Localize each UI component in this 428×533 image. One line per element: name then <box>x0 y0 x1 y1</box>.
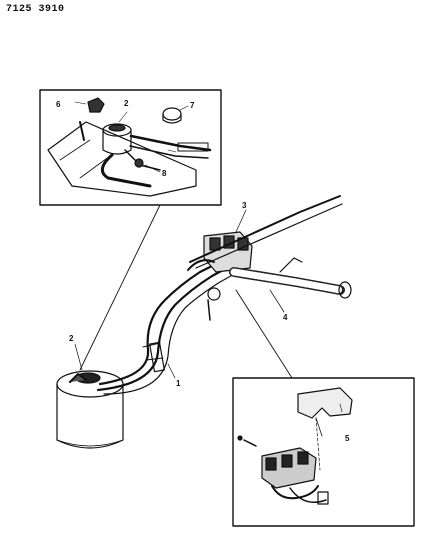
callout-8: 8 <box>162 169 167 178</box>
hose-down <box>100 153 152 188</box>
inset-leader-line-2 <box>235 289 293 379</box>
stud <box>79 121 85 141</box>
fuel-canister <box>56 370 124 449</box>
mounting-bracket <box>47 121 197 197</box>
inset-frame-top <box>39 89 222 206</box>
corrugated-hose <box>229 267 352 299</box>
grommet-7 <box>162 107 182 124</box>
small-connector <box>279 257 303 273</box>
callout-3: 3 <box>242 201 247 210</box>
callout-2-inset: 2 <box>124 99 129 108</box>
inset-leader-line <box>79 204 161 371</box>
callout-4: 4 <box>283 313 288 322</box>
canister-top <box>102 123 132 155</box>
inset-canister-detail <box>39 89 222 206</box>
callout-5: 5 <box>345 434 350 443</box>
callout-6: 6 <box>56 100 61 109</box>
nut-8 <box>134 158 144 168</box>
inset-valve-detail <box>232 377 415 527</box>
long-tube <box>189 195 341 263</box>
foam-pad-5 <box>297 387 353 419</box>
inset-frame-bottom <box>232 377 415 527</box>
vapor-hoses <box>96 256 246 395</box>
callout-7: 7 <box>190 101 195 110</box>
valve-assembly <box>187 231 253 321</box>
hose-right <box>129 134 212 152</box>
callout-2-main: 2 <box>69 334 74 343</box>
callout-1: 1 <box>176 379 181 388</box>
nut-6 <box>87 97 105 113</box>
document-id: 7125 3910 <box>6 4 65 15</box>
